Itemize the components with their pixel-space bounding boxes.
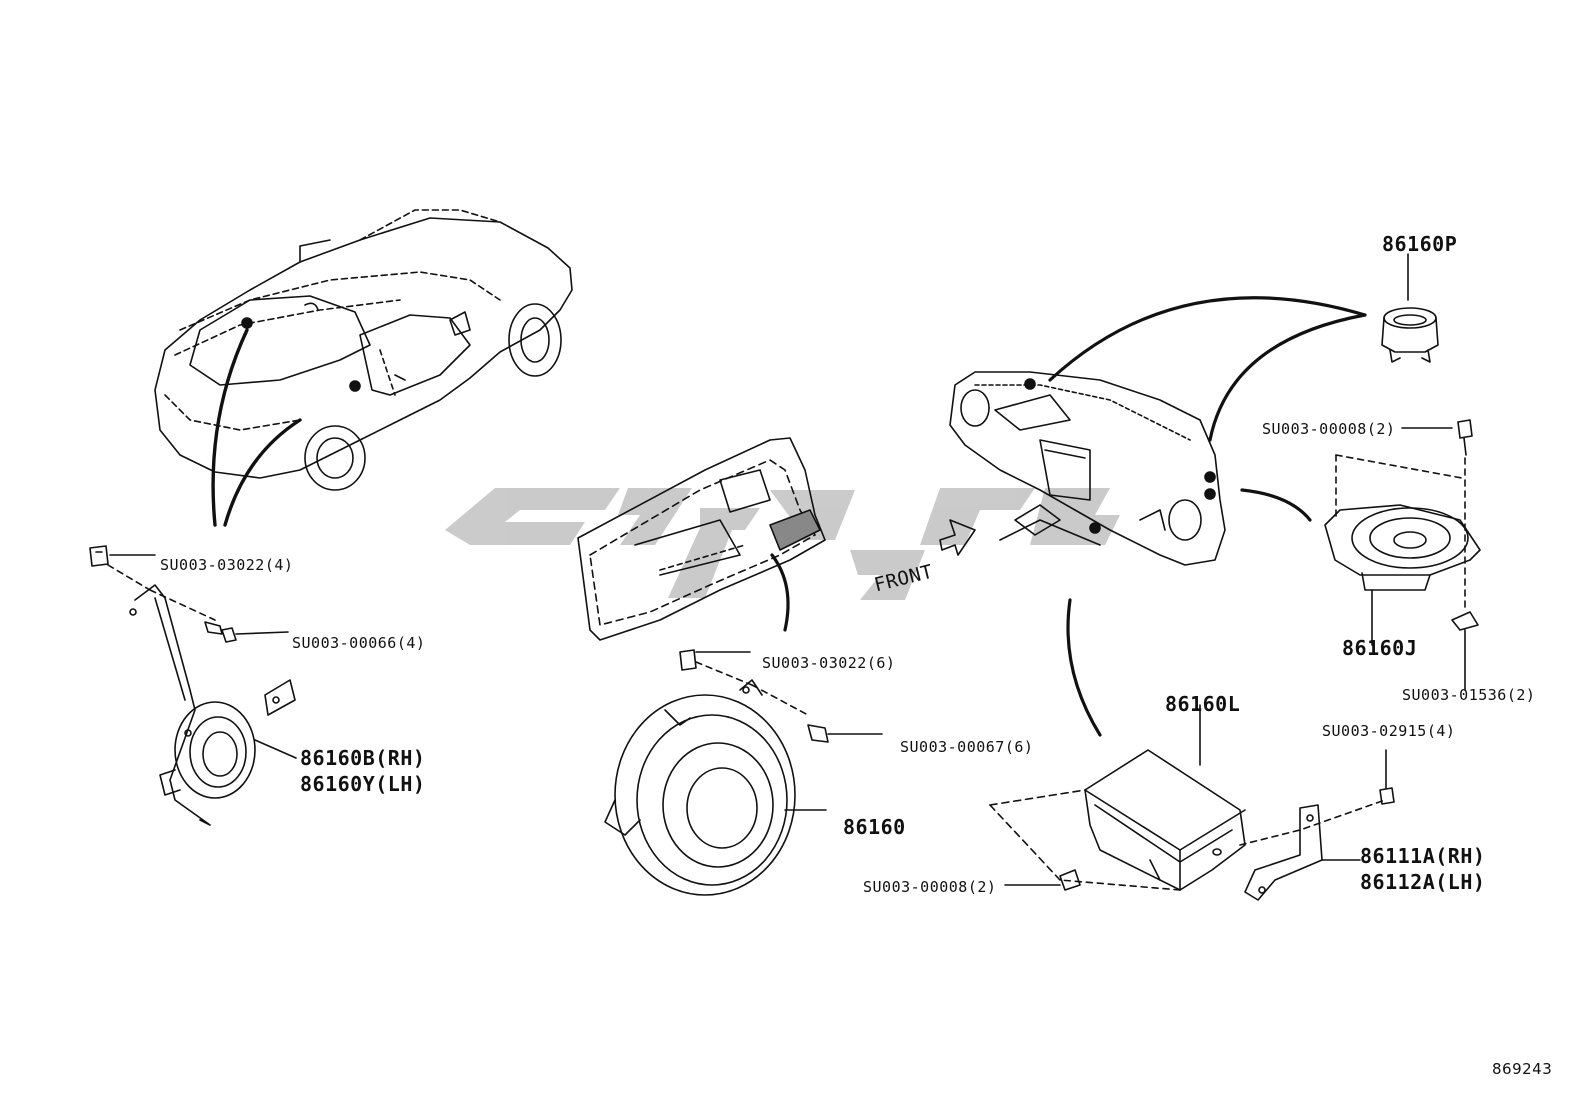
label-su003-03022-mid: SU003-03022(6)	[762, 654, 896, 672]
leader-curve-dash-right	[1208, 313, 1367, 442]
dash-speaker-group	[1324, 419, 1481, 691]
amplifier-bracket	[1244, 749, 1395, 901]
label-86160: 86160	[843, 815, 906, 839]
front-arrow-icon	[939, 519, 976, 556]
leader-curve-dash-center	[1048, 296, 1367, 382]
label-su003-03022-left: SU003-03022(4)	[160, 556, 294, 574]
label-su003-00008-top: SU003-00008(2)	[1262, 420, 1396, 438]
label-86160P: 86160P	[1382, 232, 1458, 256]
leader-curve-rear-door	[223, 418, 302, 527]
door-speaker-group	[604, 649, 883, 896]
label-86160Y: 86160Y(LH)	[300, 772, 426, 796]
door-trim-panel	[577, 437, 826, 641]
dashboard-outline	[949, 371, 1226, 566]
label-86160B: 86160B(RH)	[300, 746, 426, 770]
center-tweeter-group	[1381, 253, 1439, 363]
amplifier-group	[989, 704, 1386, 891]
leader-curve-rear-deck	[211, 328, 249, 527]
label-su003-01536: SU003-01536(2)	[1402, 686, 1536, 704]
label-su003-00066: SU003-00066(4)	[292, 634, 426, 652]
left-speaker-group	[89, 545, 297, 826]
label-86112A: 86112A(LH)	[1360, 870, 1486, 894]
leader-curve-door	[770, 553, 790, 632]
label-86160L: 86160L	[1165, 692, 1241, 716]
car-body-outline	[154, 209, 573, 491]
label-su003-00008-bottom: SU003-00008(2)	[863, 878, 997, 896]
label-86111A: 86111A(RH)	[1360, 844, 1486, 868]
leader-curve-dash-side	[1240, 488, 1312, 522]
label-su003-02915: SU003-02915(4)	[1322, 722, 1456, 740]
leader-curve-dash-lower	[1066, 598, 1102, 737]
label-86160J: 86160J	[1342, 636, 1418, 660]
label-su003-00067: SU003-00067(6)	[900, 738, 1034, 756]
diagram-reference-number: 869243	[1492, 1060, 1553, 1078]
